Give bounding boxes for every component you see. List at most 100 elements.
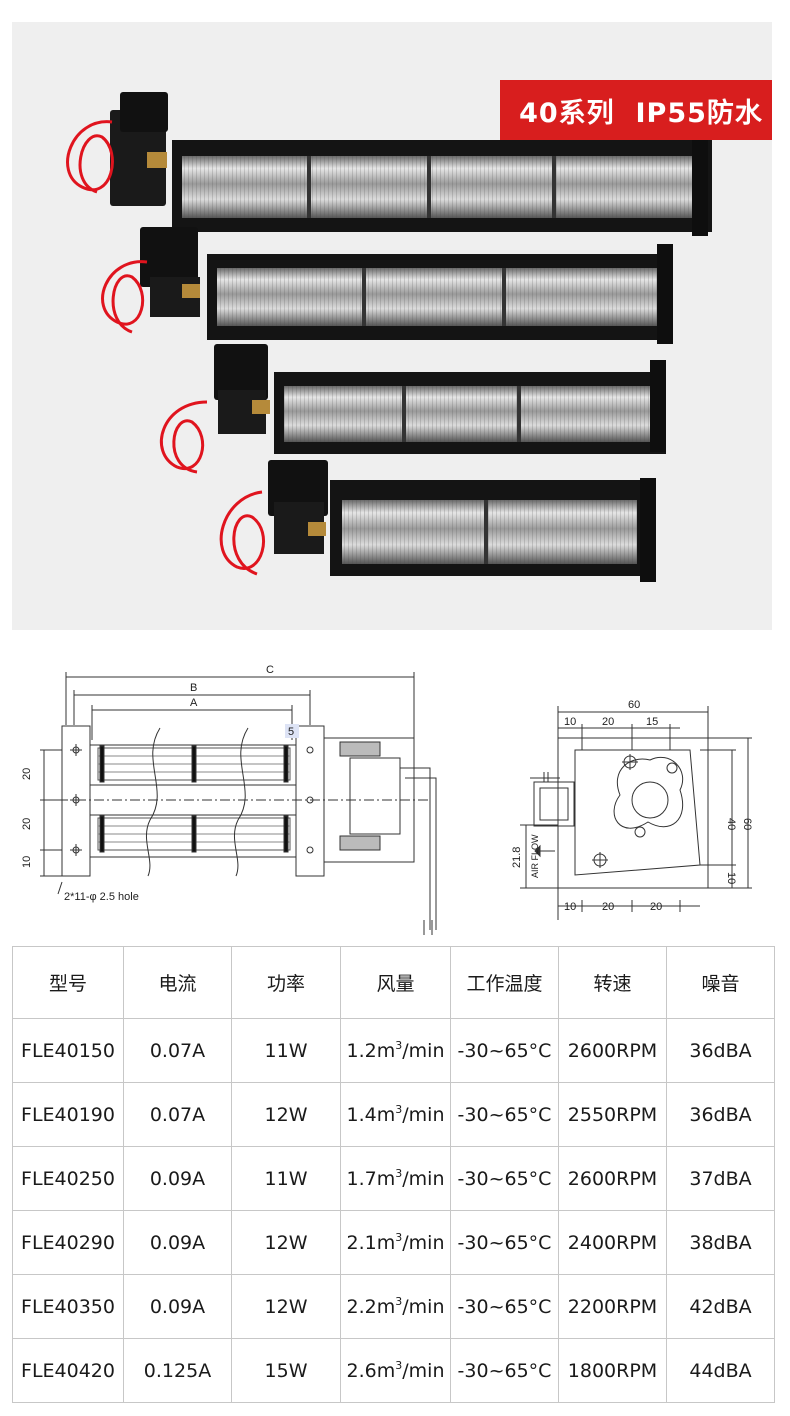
- cell-speed: 2200RPM: [558, 1274, 667, 1339]
- cell-power: 12W: [231, 1210, 341, 1275]
- cell-airflow: 1.2m3/min: [340, 1018, 451, 1083]
- cell-model: FLE40350: [12, 1274, 124, 1339]
- flow-value: 2.2m: [346, 1295, 396, 1318]
- dim-top-20: 20: [602, 716, 614, 728]
- cell-model: FLE40420: [12, 1338, 124, 1403]
- table-row: FLE40290 0.09A 12W 2.1m3/min -30~65°C 24…: [12, 1210, 775, 1275]
- flow-value: 2.1m: [346, 1231, 396, 1254]
- product-photo: 40系列 IP55防水: [12, 22, 772, 630]
- cell-current: 0.07A: [123, 1082, 232, 1147]
- fan-unit-4: [219, 460, 656, 582]
- cell-temperature: -30~65°C: [450, 1082, 559, 1147]
- cell-current: 0.09A: [123, 1146, 232, 1211]
- cell-noise: 37dBA: [666, 1146, 775, 1211]
- cell-current: 0.125A: [123, 1338, 232, 1403]
- cell-power: 12W: [231, 1274, 341, 1339]
- spec-table: 型号 电流 功率 风量 工作温度 转速 噪音 FLE40150 0.07A 11…: [12, 946, 775, 1403]
- cell-model: FLE40150: [12, 1018, 124, 1083]
- fan-unit-3: [159, 344, 666, 474]
- cell-temperature: -30~65°C: [450, 1210, 559, 1275]
- badge-series: 40系列: [519, 97, 615, 129]
- badge-spec: IP55防水: [635, 97, 763, 129]
- flow-unit: /min: [402, 1039, 445, 1062]
- cell-temperature: -30~65°C: [450, 1274, 559, 1339]
- cell-airflow: 1.7m3/min: [340, 1146, 451, 1211]
- hole-note: 2*11-φ 2.5 hole: [64, 891, 139, 903]
- airflow-label: AIR FLOW: [530, 834, 540, 878]
- table-row: FLE40250 0.09A 11W 1.7m3/min -30~65°C 26…: [12, 1146, 775, 1211]
- fan-unit-2: [101, 227, 673, 344]
- flow-unit: /min: [402, 1295, 445, 1318]
- cell-airflow: 2.1m3/min: [340, 1210, 451, 1275]
- technical-drawings: C B A 5 20 20 10 2*11-φ 2.5 hole: [0, 650, 790, 940]
- side-view-drawing: [40, 672, 437, 935]
- cell-model: FLE40190: [12, 1082, 124, 1147]
- flow-value: 1.7m: [346, 1167, 396, 1190]
- table-row: FLE40190 0.07A 12W 1.4m3/min -30~65°C 25…: [12, 1082, 775, 1147]
- series-badge: 40系列 IP55防水: [500, 80, 772, 140]
- cell-speed: 2550RPM: [558, 1082, 667, 1147]
- cell-speed: 2600RPM: [558, 1146, 667, 1211]
- flow-exponent: 3: [395, 1358, 403, 1372]
- cell-power: 15W: [231, 1338, 341, 1403]
- cell-power: 11W: [231, 1146, 341, 1211]
- dim-c-label: C: [266, 664, 274, 676]
- cell-speed: 2600RPM: [558, 1018, 667, 1083]
- fan-photo-illustration: [66, 92, 712, 582]
- dim-b-label: B: [190, 682, 197, 694]
- dim-right-10: 10: [725, 872, 737, 884]
- table-row: FLE40150 0.07A 11W 1.2m3/min -30~65°C 26…: [12, 1018, 775, 1083]
- dim-top-60: 60: [628, 699, 640, 711]
- cell-noise: 38dBA: [666, 1210, 775, 1275]
- table-row: FLE40350 0.09A 12W 2.2m3/min -30~65°C 22…: [12, 1274, 775, 1339]
- cell-noise: 44dBA: [666, 1338, 775, 1403]
- flow-exponent: 3: [395, 1102, 403, 1116]
- cell-current: 0.09A: [123, 1274, 232, 1339]
- dim-bottom-20b: 20: [650, 901, 662, 913]
- cell-speed: 1800RPM: [558, 1338, 667, 1403]
- cell-airflow: 2.6m3/min: [340, 1338, 451, 1403]
- header-airflow: 风量: [340, 946, 451, 1019]
- cell-power: 12W: [231, 1082, 341, 1147]
- dim-right-40: 40: [725, 818, 737, 830]
- cell-model: FLE40290: [12, 1210, 124, 1275]
- dim-top-15: 15: [646, 716, 658, 728]
- end-view-drawing: [520, 706, 752, 920]
- header-speed: 转速: [558, 946, 667, 1019]
- cell-speed: 2400RPM: [558, 1210, 667, 1275]
- cell-airflow: 2.2m3/min: [340, 1274, 451, 1339]
- flow-exponent: 3: [395, 1038, 403, 1052]
- flow-value: 2.6m: [346, 1359, 396, 1382]
- dim-a-label: A: [190, 697, 198, 709]
- end-view-labels: 60 10 20 15 40 60 10 10 20 20 21.8 AIR F…: [511, 699, 753, 913]
- dim-5-label: 5: [288, 726, 294, 738]
- flow-unit: /min: [402, 1167, 445, 1190]
- flow-unit: /min: [402, 1103, 445, 1126]
- header-noise: 噪音: [666, 946, 775, 1019]
- cell-temperature: -30~65°C: [450, 1146, 559, 1211]
- cell-temperature: -30~65°C: [450, 1338, 559, 1403]
- dim-left-10: 10: [21, 856, 33, 868]
- dim-left-20-top: 20: [21, 768, 33, 780]
- side-view-labels: C B A 5 20 20 10 2*11-φ 2.5 hole: [21, 664, 294, 903]
- cell-noise: 36dBA: [666, 1018, 775, 1083]
- header-current: 电流: [123, 946, 232, 1019]
- fan-unit-1: [66, 92, 712, 236]
- cell-noise: 42dBA: [666, 1274, 775, 1339]
- flow-exponent: 3: [395, 1166, 403, 1180]
- flow-value: 1.2m: [346, 1039, 396, 1062]
- flow-exponent: 3: [395, 1230, 403, 1244]
- header-temperature: 工作温度: [450, 946, 559, 1019]
- flow-value: 1.4m: [346, 1103, 396, 1126]
- table-row: FLE40420 0.125A 15W 2.6m3/min -30~65°C 1…: [12, 1338, 775, 1403]
- flow-unit: /min: [402, 1231, 445, 1254]
- dim-left-21-8: 21.8: [511, 847, 523, 868]
- cell-current: 0.09A: [123, 1210, 232, 1275]
- flow-unit: /min: [402, 1359, 445, 1382]
- header-power: 功率: [231, 946, 341, 1019]
- header-model: 型号: [12, 946, 124, 1019]
- cell-power: 11W: [231, 1018, 341, 1083]
- cell-current: 0.07A: [123, 1018, 232, 1083]
- dim-bottom-10: 10: [564, 901, 576, 913]
- dim-top-10: 10: [564, 716, 576, 728]
